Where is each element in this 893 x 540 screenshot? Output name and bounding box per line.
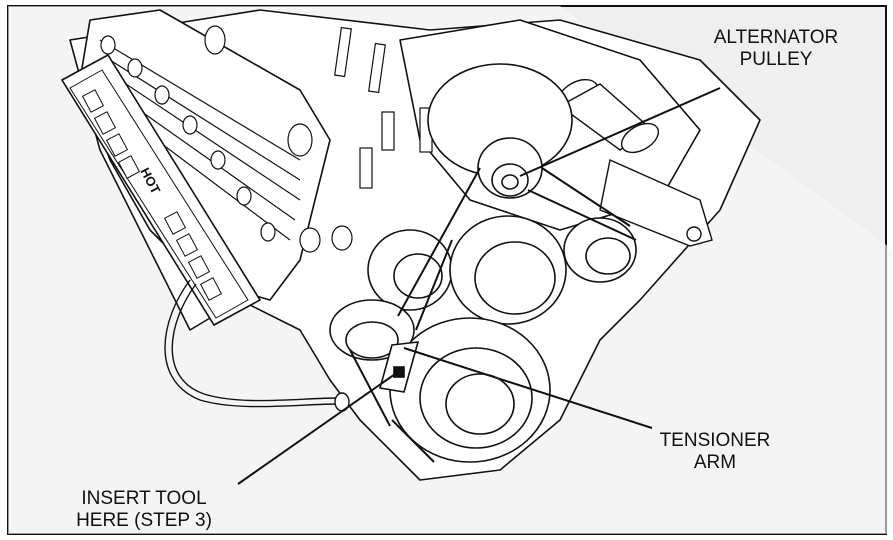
label-alternator-pulley: ALTERNATOR PULLEY [706,27,846,71]
leader-insert-tool [237,371,399,485]
label-alternator-line1: ALTERNATOR [713,27,839,48]
label-insert-tool: INSERT TOOL HERE (STEP 3) [54,488,234,532]
label-alternator-line2: PULLEY [739,49,813,70]
valve-cover-bolts [100,25,353,253]
ignition-studs [334,26,433,189]
label-tensioner-line1: TENSIONER [659,430,771,451]
leader-lines [237,87,721,485]
throttle-body [557,78,660,154]
leader-alternator [519,87,721,177]
label-insert-line1: INSERT TOOL [81,488,207,509]
pulley-set [329,63,637,463]
alternator-bracket [599,159,713,247]
manifold-slots [81,89,223,301]
label-tensioner-arm: TENSIONER ARM [650,430,780,474]
label-tensioner-line2: ARM [693,452,737,473]
label-insert-line2: HERE (STEP 3) [76,510,212,531]
wiring-harness [164,279,350,412]
drive-belt [349,167,637,463]
tool-insert-slot [393,366,405,378]
leader-tensioner [403,347,653,429]
intake-manifold [60,53,262,327]
